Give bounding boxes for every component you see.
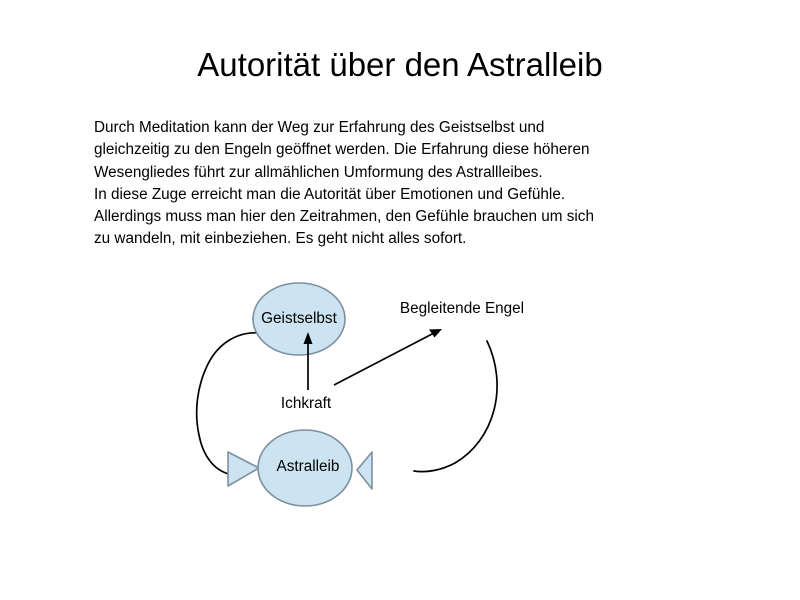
connector-label-begleitende-engel: Begleitende Engel xyxy=(399,300,525,317)
arrowhead-ichkraft-up xyxy=(303,332,313,344)
arrowhead-right-into-astralleib xyxy=(356,451,373,490)
node-geistselbst[interactable] xyxy=(252,282,346,356)
body-paragraph: Durch Meditation kann der Weg zur Erfahr… xyxy=(94,117,734,251)
arrowhead-left-into-astralleib xyxy=(227,451,260,487)
connector-curve-left xyxy=(195,332,261,475)
body-line: In diese Zuge erreicht man die Autorität… xyxy=(94,185,566,203)
arrowhead-engel xyxy=(429,329,442,338)
connector-ichkraft-diagonal xyxy=(333,332,435,386)
body-line: Allerdings muss man hier den Zeitrahmen,… xyxy=(94,208,594,226)
connector-curve-right xyxy=(413,340,498,473)
node-label-astralleib: Astralleib xyxy=(276,458,340,475)
page-title: Autorität über den Astralleib xyxy=(197,46,603,83)
body-line: Durch Meditation kann der Weg zur Erfahr… xyxy=(94,119,545,136)
connector-label-ichkraft: Ichkraft xyxy=(280,395,332,412)
body-line: zu wandeln, mit einbeziehen. Es geht nic… xyxy=(94,230,467,248)
node-label-geistselbst: Geistselbst xyxy=(261,310,337,327)
body-line: gleichzeitig zu den Engeln geöffnet werd… xyxy=(94,141,590,159)
body-line: Wesengliedes führt zur allmählichen Umfo… xyxy=(94,163,543,181)
node-astralleib[interactable] xyxy=(257,429,353,507)
